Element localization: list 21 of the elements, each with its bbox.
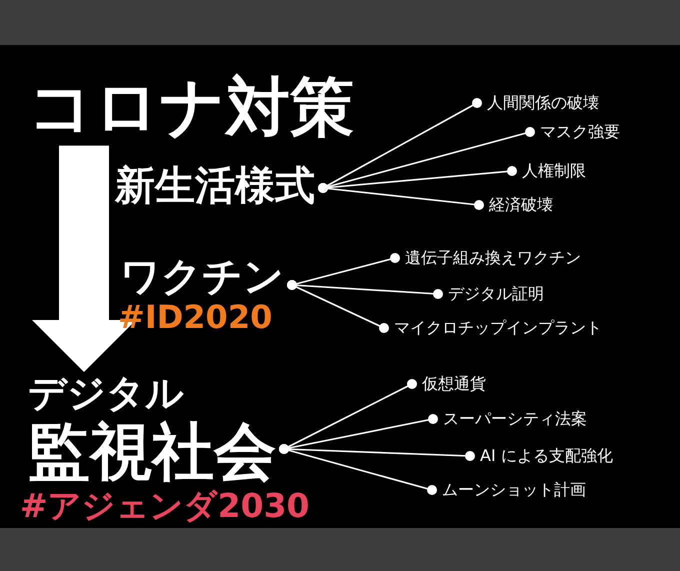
connector-line [287, 280, 389, 333]
hashtag-text: #ID2020 [118, 298, 272, 336]
connector-line [279, 444, 437, 495]
heading-text: デジタル [28, 372, 185, 416]
item-text: マイクロチップインプラント [394, 318, 602, 337]
item-text: 人権制限 [522, 161, 586, 180]
heading-text: 新生活様式 [115, 163, 315, 209]
item-text: 人間関係の破壊 [487, 93, 599, 112]
item-text: 仮想通貨 [422, 374, 486, 393]
item-text: AI による支配強化 [480, 446, 613, 465]
item-text: スーパーシティ法案 [443, 409, 587, 428]
item-text: 遺伝子組み換えワクチン [405, 248, 581, 267]
heading-text: 監視社会 [28, 416, 276, 487]
hashtag-text: #アジェンダ2030 [20, 485, 310, 527]
heading-text: ワクチン [120, 254, 284, 300]
title-text: コロナ対策 [28, 72, 355, 146]
item-text: 経済破壊 [489, 195, 553, 214]
item-text: マスク強要 [540, 122, 620, 141]
item-text: デジタル証明 [448, 284, 544, 303]
connector-line [318, 183, 484, 210]
item-text: ムーンショット計画 [442, 480, 586, 499]
